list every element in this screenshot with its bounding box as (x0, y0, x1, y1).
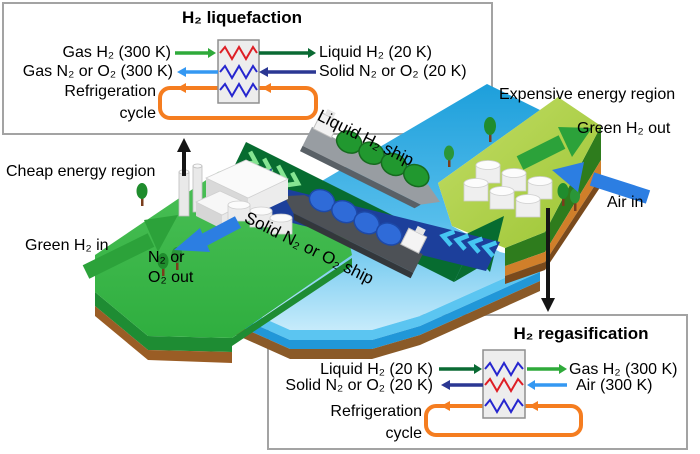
hot-zigzag-icon (484, 377, 524, 393)
liquid-h2-ship (299, 109, 441, 209)
to-liquefaction-arrow (177, 138, 191, 176)
solid-n2-o2-ship (283, 188, 428, 279)
regasification-title: H₂ regasification (513, 324, 649, 343)
solid-n2-o2-out-arrow (441, 380, 483, 390)
cold-zigzag-icon (219, 82, 258, 98)
regas-refrigeration-label: Refrigeration (330, 403, 422, 420)
gas-h2-in-arrow (175, 48, 216, 58)
regas-air-label: Air (300 K) (576, 377, 653, 394)
regas-cycle-label: cycle (385, 425, 422, 442)
ship-funnel (324, 109, 336, 119)
tree-icon (136, 117, 580, 276)
liq-cycle-label: cycle (119, 105, 156, 122)
shore-band-dark (170, 272, 540, 349)
to-regasification-arrow (541, 208, 555, 312)
liq-liquid-h2-label: Liquid H₂ (20 K) (319, 44, 432, 61)
trees (136, 117, 580, 276)
liq-solid-n2-o2-label: Solid N₂ or O₂ (20 K) (319, 63, 467, 80)
n2-o2-out-arrow (174, 216, 242, 252)
heat-exchanger-icon (217, 39, 260, 104)
storage-tank (463, 160, 553, 218)
air-in-scene-arrow (552, 162, 651, 204)
liq-refrigeration-label: Refrigeration (64, 83, 156, 100)
liquid-h2-out-arrow (259, 48, 316, 58)
cold-zigzag-icon (219, 64, 258, 80)
loop-arrowhead-icon (177, 83, 186, 93)
cold-zigzag-icon (484, 361, 524, 377)
h2-storage-tanks (463, 160, 553, 218)
regas-liquid-h2-label: Liquid H₂ (20 K) (320, 361, 433, 378)
liquid-h2-in-arrow (439, 364, 482, 374)
solid-n2-o2-in-arrow (259, 67, 316, 77)
liquefaction-plant (178, 159, 293, 235)
liquefaction-title: H₂ liquefaction (182, 8, 302, 27)
liq-gas-h2-label: Gas H₂ (300 K) (62, 44, 171, 61)
loop-arrowhead-icon (262, 83, 271, 93)
loop-arrowhead-icon (529, 401, 538, 411)
regasification-panel: H₂ regasification Liquid H₂ (20 K) Gas H… (267, 314, 688, 450)
ship-funnel (415, 225, 426, 236)
regas-gas-h2-label: Gas H₂ (300 K) (569, 361, 678, 378)
route-chevrons-icon (439, 229, 498, 258)
plant-storage-tanks (227, 200, 293, 235)
solid-cargo-domes (308, 188, 403, 246)
liquefaction-diagram (158, 39, 318, 120)
cold-zigzag-icon (484, 398, 524, 414)
gas-n2-o2-out-arrow (177, 67, 218, 77)
liq-gas-n2-o2-label: Gas N₂ or O₂ (300 K) (22, 63, 173, 80)
gas-h2-out-arrow (527, 364, 567, 374)
hot-zigzag-icon (219, 45, 258, 61)
regas-solid-n2-o2-label: Solid N₂ or O₂ (20 K) (285, 377, 433, 394)
loop-arrowhead-icon (441, 401, 450, 411)
lh2-tank-domes (335, 130, 430, 188)
shore-soil-band (170, 281, 540, 359)
green-h2-out-arrow (516, 127, 592, 170)
liquefaction-panel: H₂ liquefaction Gas H₂ (300 K) Liquid H₂… (2, 2, 493, 135)
green-h2-in-arrow (82, 215, 178, 279)
air-in-arrow (527, 380, 567, 390)
regasification-diagram (424, 349, 583, 437)
heat-exchanger-icon (482, 349, 526, 419)
